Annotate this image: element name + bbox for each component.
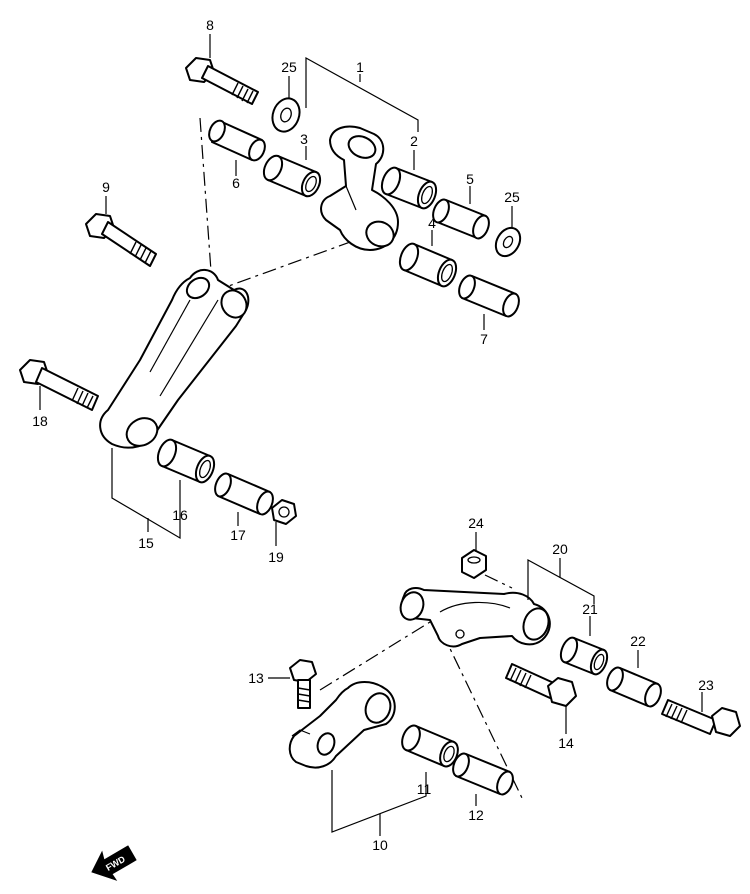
- bolt-18: [19, 359, 99, 411]
- callout-25-lower: 25: [504, 189, 520, 205]
- fwd-arrow-icon: FWD: [91, 845, 137, 881]
- callout-10: 10: [372, 837, 388, 853]
- collar-7: [458, 274, 520, 318]
- bearing-21: [559, 636, 609, 676]
- callout-5: 5: [466, 171, 474, 187]
- bearing-16: [156, 438, 216, 484]
- callout-18: 18: [32, 413, 48, 429]
- leader-lines: [39, 34, 703, 836]
- nut-19: [271, 499, 297, 525]
- collar-22: [606, 666, 662, 708]
- bearing-2: [380, 166, 438, 210]
- callout-23: 23: [698, 677, 714, 693]
- nut-24: [461, 549, 487, 579]
- callout-6: 6: [232, 175, 240, 191]
- washer-25-upper: [271, 97, 301, 133]
- callout-9: 9: [102, 179, 110, 195]
- callout-14: 14: [558, 735, 574, 751]
- bearing-4: [398, 242, 458, 288]
- collar-6: [208, 119, 266, 162]
- callout-11: 11: [417, 781, 432, 797]
- washer-25-lower: [494, 226, 522, 258]
- callout-17: 17: [230, 527, 246, 543]
- cushion-lever-1: [320, 125, 399, 251]
- callout-20: 20: [552, 541, 568, 557]
- callout-4: 4: [428, 215, 436, 231]
- bolt-13: [289, 659, 317, 709]
- callout-19: 19: [268, 549, 284, 565]
- callout-12: 12: [468, 807, 484, 823]
- callout-3: 3: [300, 131, 308, 147]
- callout-8: 8: [206, 17, 214, 33]
- callout-13: 13: [248, 670, 264, 686]
- lever-assembly-20: [399, 587, 551, 648]
- lever-10: [288, 681, 396, 769]
- callout-15: 15: [138, 535, 154, 551]
- callout-22: 22: [630, 633, 646, 649]
- callout-labels: 1 2 3 4 5 6 7 8 25 25 9 18 16 15 17 19 2…: [32, 17, 714, 853]
- callout-25-upper: 25: [281, 59, 297, 75]
- bearing-3: [262, 154, 322, 198]
- callout-2: 2: [410, 133, 418, 149]
- callout-16: 16: [172, 507, 188, 523]
- cushion-rod-15: [99, 269, 250, 449]
- callout-1: 1: [356, 59, 364, 75]
- collar-12: [452, 752, 514, 796]
- callout-21: 21: [582, 601, 598, 617]
- callout-24: 24: [468, 515, 484, 531]
- callout-7: 7: [480, 331, 488, 347]
- bolt-8: [185, 57, 259, 105]
- bolt-14: [505, 663, 577, 707]
- bolt-23: [661, 699, 741, 737]
- bearing-11: [401, 724, 459, 768]
- bolt-9: [85, 213, 157, 267]
- collar-5: [432, 198, 490, 240]
- collar-17: [214, 472, 274, 516]
